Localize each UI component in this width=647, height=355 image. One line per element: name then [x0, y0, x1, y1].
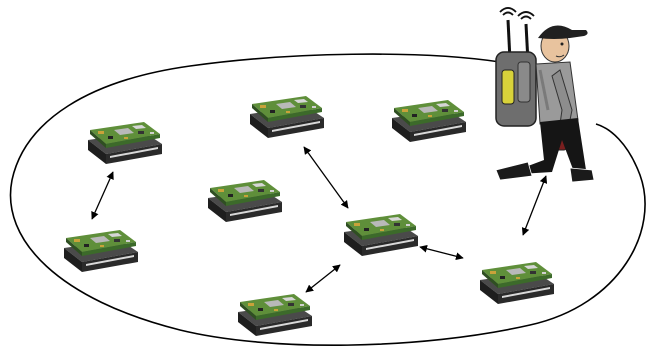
link-n1-n2 [91, 171, 114, 220]
sensor-node-n5[interactable] [208, 180, 282, 222]
legs [520, 118, 586, 174]
mobile-user-gateway[interactable] [495, 7, 595, 183]
sensor-node-n7[interactable] [238, 294, 312, 336]
link-n6-n8 [419, 244, 464, 261]
cap [538, 25, 588, 39]
sensor-node-n2[interactable] [64, 230, 138, 272]
link-n8-mobile-user [521, 175, 548, 236]
sensor-node-n8[interactable] [480, 262, 554, 304]
sensor-node-n1[interactable] [88, 122, 162, 164]
sensor-node-n3[interactable] [250, 96, 324, 138]
shoe-left [495, 161, 533, 181]
link-group [91, 146, 548, 293]
network-boundary [9, 53, 646, 347]
sensor-node-n6[interactable] [344, 214, 418, 256]
link-n3-n6 [303, 146, 349, 209]
sensor-node-n4[interactable] [392, 100, 466, 142]
shoe-right [569, 167, 595, 183]
link-n6-n7 [305, 264, 341, 293]
sensor-nodes [64, 96, 554, 336]
gateway-screen [501, 69, 515, 105]
wifi-signal-icon [499, 7, 535, 20]
